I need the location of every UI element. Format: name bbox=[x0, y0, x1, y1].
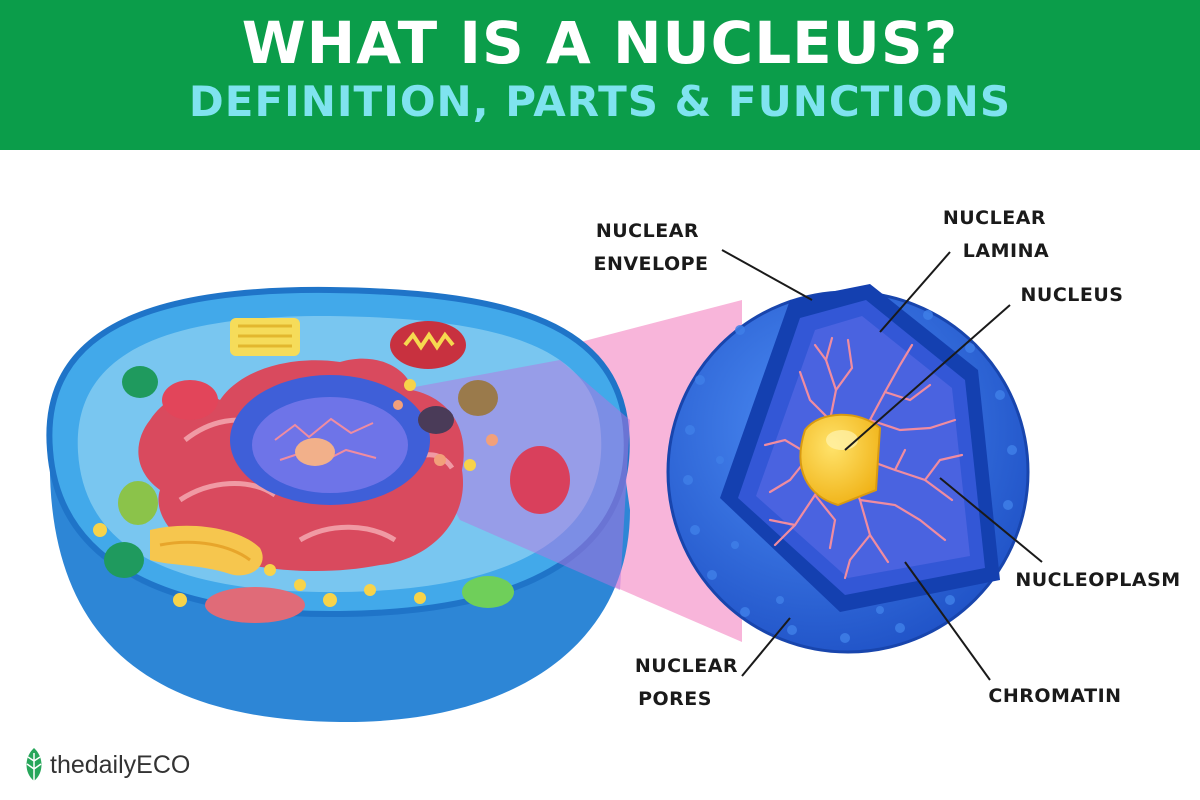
label-nuclear-envelope: NUCLEAR ENVELOPE bbox=[593, 220, 708, 275]
leader-nucleus bbox=[844, 304, 1011, 451]
label-nucleus: NUCLEUS bbox=[1021, 284, 1124, 306]
leader-nuclear-pores bbox=[741, 617, 791, 677]
brand-name: thedailyECO bbox=[50, 750, 191, 779]
brand-logo[interactable]: thedailyECO bbox=[22, 740, 190, 790]
cell-diagram: NUCLEAR ENVELOPE NUCLEAR LAMINA NUCLEUS … bbox=[46, 207, 1180, 723]
leader-nuclear-envelope bbox=[721, 249, 813, 301]
leader-nuclear-lamina bbox=[879, 251, 951, 333]
label-nucleoplasm: NUCLEOPLASM bbox=[1015, 569, 1180, 591]
page-title: WHAT IS A NUCLEUS? bbox=[241, 9, 959, 77]
animal-cell bbox=[46, 286, 631, 723]
page-subtitle: DEFINITION, PARTS & FUNCTIONS bbox=[188, 77, 1012, 126]
header-banner: WHAT IS A NUCLEUS? DEFINITION, PARTS & F… bbox=[0, 0, 1200, 150]
label-nuclear-lamina: NUCLEAR LAMINA bbox=[943, 207, 1053, 262]
label-chromatin: CHROMATIN bbox=[988, 685, 1121, 707]
leaf-icon bbox=[26, 748, 42, 781]
leader-nucleoplasm bbox=[939, 477, 1043, 563]
label-nuclear-pores: NUCLEAR PORES bbox=[635, 655, 745, 710]
leader-chromatin bbox=[904, 561, 991, 681]
